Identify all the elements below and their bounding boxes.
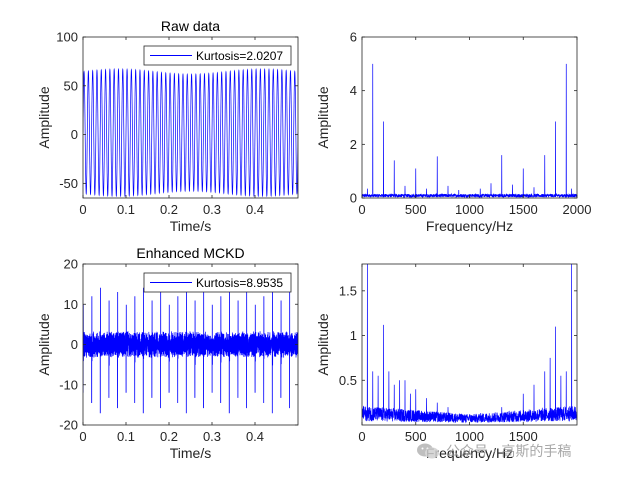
x-tick-label: 1500: [509, 429, 538, 444]
plot-area: [362, 37, 577, 198]
chart-title: Raw data: [161, 18, 220, 34]
y-axis-label: Amplitude: [315, 86, 331, 148]
legend: Kurtosis=2.0207: [143, 45, 292, 66]
y-tick-label: 20: [64, 257, 78, 272]
x-tick-label: 0.4: [246, 202, 264, 217]
y-tick-label: 0: [71, 337, 78, 352]
wechat-logo-icon: [417, 443, 439, 459]
y-axis-label: Amplitude: [315, 313, 331, 375]
x-tick-label: 0.3: [203, 429, 221, 444]
x-tick-label: 1000: [455, 429, 484, 444]
x-tick-label: 0.3: [203, 202, 221, 217]
x-axis-label: Time/s: [170, 218, 211, 234]
x-tick-label: 0: [79, 429, 86, 444]
y-tick-label: -10: [59, 377, 78, 392]
signal-line: [362, 63, 577, 198]
y-tick-label: 50: [64, 78, 78, 93]
x-axis-label: Time/s: [170, 445, 211, 461]
x-axis-label: Frequency/Hz: [426, 218, 513, 234]
plot-area: [362, 264, 577, 425]
y-tick-label: 2: [350, 137, 357, 152]
x-axis-label: Frequency/Hz: [426, 445, 513, 461]
y-tick-label: 6: [350, 30, 357, 45]
x-tick-label: 500: [405, 202, 427, 217]
y-tick-label: 1.5: [339, 283, 357, 298]
y-tick-label: -50: [59, 176, 78, 191]
legend-box: [143, 45, 292, 66]
signal-line: [83, 287, 298, 414]
x-tick-label: 0.2: [160, 202, 178, 217]
watermark: 公众号 · 高斯的手稿: [416, 441, 571, 461]
chart-title: Enhanced MCKD: [136, 245, 244, 261]
x-tick-label: 1000: [455, 202, 484, 217]
x-tick-label: 0: [358, 202, 365, 217]
axes-box: [82, 36, 299, 199]
y-tick-label: 100: [56, 30, 78, 45]
signal-line: [362, 264, 577, 424]
y-axis-label: Amplitude: [36, 86, 52, 148]
signal-line: [83, 67, 298, 198]
legend-label: Kurtosis=2.0207: [196, 49, 283, 63]
x-tick-label: 500: [405, 429, 427, 444]
x-tick-label: 0.1: [117, 202, 135, 217]
x-tick-label: 0.2: [160, 429, 178, 444]
x-tick-label: 0.4: [246, 429, 264, 444]
y-tick-label: 4: [350, 83, 357, 98]
legend-label: Kurtosis=8.9535: [196, 276, 283, 290]
x-tick-label: 0.1: [117, 429, 135, 444]
x-tick-label: 2000: [563, 202, 592, 217]
x-tick-label: 0: [79, 202, 86, 217]
y-tick-label: 1: [350, 328, 357, 343]
y-tick-label: -20: [59, 418, 78, 433]
y-tick-label: 10: [64, 297, 78, 312]
x-tick-label: 1500: [509, 202, 538, 217]
y-axis-label: Amplitude: [36, 313, 52, 375]
x-tick-label: 0: [358, 429, 365, 444]
y-tick-label: 0.5: [339, 373, 357, 388]
y-tick-label: 0: [350, 191, 357, 206]
legend-box: [143, 272, 292, 293]
y-tick-label: 0: [71, 127, 78, 142]
watermark-text: 公众号 · 高斯的手稿: [446, 444, 572, 460]
legend: Kurtosis=8.9535: [143, 272, 292, 293]
